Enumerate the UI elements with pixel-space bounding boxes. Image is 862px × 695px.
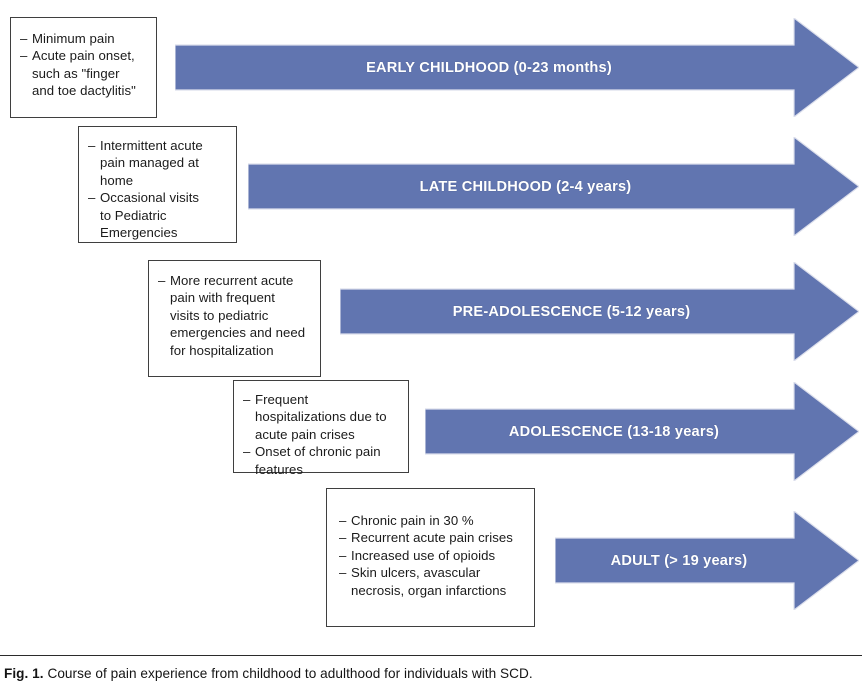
bullet-text: Frequent <box>255 392 309 407</box>
dash-glyph: – <box>339 513 347 528</box>
bullet-text: Increased use of opioids <box>351 547 496 563</box>
dash-glyph: – <box>88 138 96 153</box>
bullet-text: pain with frequent <box>170 290 276 306</box>
bullet-text: Occasional visits <box>100 190 200 206</box>
bullet-list: – Frequent hospitalizations due to acute… <box>243 391 400 478</box>
dash-glyph: – <box>158 273 166 288</box>
bullet-text: home <box>100 172 134 188</box>
figure-caption-text: Course of pain experience from childhood… <box>47 666 533 681</box>
arrow-shape-icon <box>248 137 859 236</box>
arrow-early-childhood: EARLY CHILDHOOD (0-23 months) <box>175 18 859 117</box>
callout-adolescence: – Frequent hospitalizations due to acute… <box>233 380 409 477</box>
arrow-late-childhood: LATE CHILDHOOD (2-4 years) <box>248 137 859 236</box>
bullet-text: for hospitalization <box>170 342 274 358</box>
bullet-list: – Minimum pain – Acute pain onset, such … <box>20 30 148 100</box>
bullet-text: hospitalizations due to <box>255 409 387 425</box>
list-item: – Onset of chronic pain features <box>243 443 400 478</box>
list-item: – Skin ulcers, avascular necrosis, organ… <box>339 564 526 599</box>
bullet-text: pain managed at <box>100 155 199 171</box>
bullet-text: Intermittent acute <box>100 138 203 153</box>
dash-glyph: – <box>20 31 28 46</box>
arrow-shape-icon <box>555 511 859 610</box>
arrow-shape-icon <box>340 262 859 361</box>
bullet-text: Recurrent acute pain crises <box>351 530 513 546</box>
bullet-text: Minimum pain <box>32 31 115 46</box>
dash-glyph: – <box>243 392 251 407</box>
dash-glyph: – <box>20 48 28 64</box>
bullet-text: features <box>255 461 304 477</box>
list-item: – Occasional visits to Pediatric Emergen… <box>88 189 228 241</box>
callout-pre-adolescence: – More recurrent acute pain with frequen… <box>148 260 321 377</box>
figure-number: Fig. 1. <box>4 666 44 681</box>
bullet-list: – Intermittent acute pain managed at hom… <box>88 137 228 241</box>
callout-adult: – Chronic pain in 30 % – Recurrent acute… <box>326 488 535 627</box>
dash-glyph: – <box>339 565 347 581</box>
dash-glyph: – <box>243 444 251 460</box>
bullet-text: visits to pediatric <box>170 307 269 323</box>
arrow-pre-adolescence: PRE-ADOLESCENCE (5-12 years) <box>340 262 859 361</box>
bullet-text: More recurrent acute <box>170 273 294 288</box>
bullet-text: to Pediatric <box>100 207 167 223</box>
bullet-text: necrosis, organ infarctions <box>351 582 507 598</box>
bullet-text: emergencies and need <box>170 325 306 341</box>
bullet-text: Onset of chronic pain <box>255 444 381 460</box>
bullet-text: Emergencies <box>100 225 178 241</box>
list-item: – Frequent hospitalizations due to acute… <box>243 391 400 443</box>
bullet-text: Acute pain onset, <box>32 48 135 64</box>
arrow-adolescence: ADOLESCENCE (13-18 years) <box>425 382 859 481</box>
dash-glyph: – <box>88 190 96 206</box>
arrow-shape-icon <box>425 382 859 481</box>
figure-caption: Fig. 1. Course of pain experience from c… <box>4 666 533 681</box>
list-item: – Recurrent acute pain crises <box>339 529 526 546</box>
list-item: – Increased use of opioids <box>339 547 526 564</box>
list-item: – Minimum pain <box>20 30 148 47</box>
diagram-stage: EARLY CHILDHOOD (0-23 months) LATE CHILD… <box>10 17 859 627</box>
list-item: – Intermittent acute pain managed at hom… <box>88 137 228 189</box>
callout-early-childhood: – Minimum pain – Acute pain onset, such … <box>10 17 157 118</box>
bullet-list: – Chronic pain in 30 % – Recurrent acute… <box>339 512 526 599</box>
list-item: – Chronic pain in 30 % <box>339 512 526 529</box>
dash-glyph: – <box>339 547 347 563</box>
bullet-text: Chronic pain in 30 % <box>351 513 474 528</box>
bullet-text: acute pain crises <box>255 426 355 442</box>
arrow-adult: ADULT (> 19 years) <box>555 511 859 610</box>
caption-divider <box>0 655 862 657</box>
callout-late-childhood: – Intermittent acute pain managed at hom… <box>78 126 237 243</box>
bullet-list: – More recurrent acute pain with frequen… <box>158 272 312 359</box>
bullet-text: such as "finger <box>32 65 120 81</box>
list-item: – More recurrent acute pain with frequen… <box>158 272 312 359</box>
arrow-shape-icon <box>175 18 859 117</box>
list-item: – Acute pain onset, such as "finger and … <box>20 47 148 99</box>
dash-glyph: – <box>339 530 347 546</box>
bullet-text: Skin ulcers, avascular <box>351 565 481 581</box>
bullet-text: and toe dactylitis" <box>32 83 136 99</box>
